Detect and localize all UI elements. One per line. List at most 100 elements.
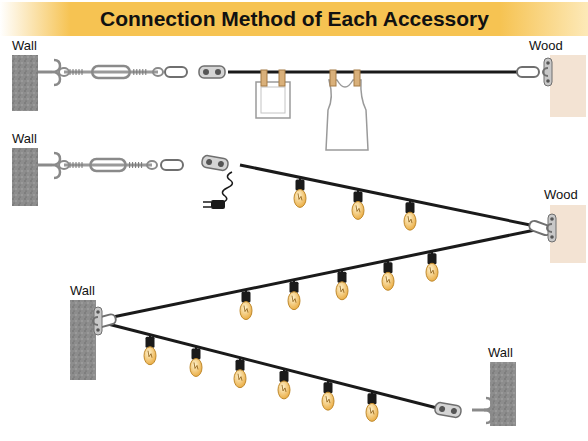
wall-hook — [472, 398, 492, 423]
drawing-stroke — [133, 69, 134, 75]
drawing-stroke — [426, 263, 438, 281]
drawing-stroke — [38, 164, 52, 167]
drawing-stroke — [368, 393, 377, 404]
bulb — [352, 189, 364, 219]
drawing-stroke — [79, 69, 80, 75]
drawing-stroke — [296, 179, 305, 190]
drawing-stroke — [138, 162, 139, 168]
wall — [12, 55, 38, 111]
drawing-stroke — [244, 306, 248, 313]
drawing-stroke — [550, 217, 554, 221]
drawing-stroke — [96, 328, 100, 332]
wall-hook — [38, 153, 60, 178]
drawing-stroke — [161, 160, 183, 170]
wire-clip — [201, 155, 229, 171]
drawing-stroke — [59, 161, 69, 169]
drawing-stroke — [370, 407, 374, 414]
drawing-stroke — [484, 410, 492, 423]
bulb — [382, 260, 394, 290]
surface-label: Wall — [68, 283, 97, 298]
drawing-stroke — [294, 189, 306, 207]
drawing-stroke — [242, 292, 251, 303]
tank-top — [326, 80, 368, 150]
eye-plate — [547, 214, 556, 242]
drawing-stroke — [356, 205, 360, 212]
drawing-stroke — [206, 158, 213, 165]
rope — [228, 71, 518, 74]
clothespin — [354, 70, 360, 86]
drawing-stroke — [382, 272, 394, 290]
drawing-stroke — [59, 68, 69, 76]
drawing-stroke — [192, 348, 201, 359]
drawing-stroke — [199, 66, 225, 78]
bulb — [294, 177, 306, 207]
drawing-stroke — [240, 302, 252, 320]
drawing-stroke — [165, 67, 187, 77]
drawing-stroke — [324, 382, 333, 393]
drawing-stroke — [145, 69, 146, 75]
wall-hook — [38, 60, 60, 85]
power-cord — [221, 172, 232, 203]
surface-label: Wall — [10, 38, 39, 53]
drawing-stroke — [290, 282, 299, 293]
drawing-stroke — [82, 162, 83, 168]
drawing-stroke — [73, 69, 74, 75]
drawing-stroke — [352, 201, 364, 219]
drawing-stroke — [330, 70, 336, 86]
clothespin — [261, 70, 267, 86]
clothespin — [279, 70, 285, 86]
bulb — [366, 391, 378, 421]
drawing-stroke — [546, 61, 550, 65]
turnbuckle — [59, 159, 157, 171]
drawing-stroke — [430, 267, 434, 274]
drawing-stroke — [129, 162, 130, 168]
wall — [70, 300, 96, 380]
drawing-stroke — [338, 272, 347, 283]
drawing-stroke — [217, 161, 224, 168]
hanging-frame — [261, 87, 285, 113]
drawing-stroke — [92, 66, 130, 78]
drawing-stroke — [404, 212, 416, 230]
drawing-stroke — [279, 70, 285, 86]
drawing-stroke — [93, 317, 98, 325]
drawing-stroke — [79, 162, 80, 168]
drawing-stroke — [141, 162, 142, 168]
drawing-stroke — [132, 162, 133, 168]
drawing-stroke — [288, 292, 300, 310]
drawing-stroke — [38, 71, 52, 74]
drawing-stroke — [76, 69, 77, 75]
plug — [211, 200, 225, 209]
drawing-stroke — [96, 310, 100, 314]
drawing-stroke — [434, 402, 462, 418]
drawing-stroke — [282, 385, 286, 392]
drawing-stroke — [546, 79, 550, 83]
drawing-stroke — [354, 70, 360, 86]
drawing-stroke — [548, 214, 556, 242]
bulb — [278, 369, 290, 399]
title-bar — [0, 2, 588, 36]
bulb — [288, 280, 300, 310]
drawing-stroke — [153, 68, 163, 76]
drawing-stroke — [439, 405, 446, 412]
drawing-stroke — [82, 69, 83, 75]
drawing-stroke — [147, 161, 157, 169]
wood — [550, 55, 586, 117]
light-string — [108, 230, 535, 318]
drawing-stroke — [76, 162, 77, 168]
drawing-stroke — [73, 162, 74, 168]
drawing-stroke — [298, 193, 302, 200]
surface-label: Wall — [10, 131, 39, 146]
drawing-stroke — [261, 70, 267, 86]
drawing-stroke — [322, 392, 334, 410]
wall — [490, 362, 516, 426]
wire-clip — [199, 66, 225, 78]
drawing-stroke — [517, 67, 539, 77]
drawing-stroke — [148, 351, 152, 358]
eye-plate — [543, 58, 552, 86]
drawing-stroke — [135, 162, 136, 168]
drawing-stroke — [139, 69, 140, 75]
wire-clip — [434, 402, 462, 418]
drawing-stroke — [144, 347, 156, 365]
carabiner — [165, 67, 187, 77]
